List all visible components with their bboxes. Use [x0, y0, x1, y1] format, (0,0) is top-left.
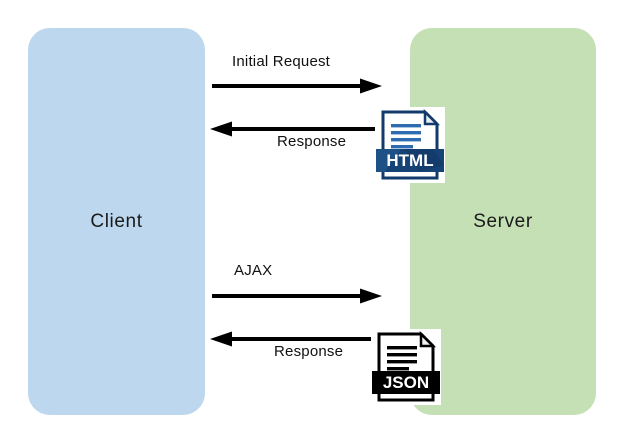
client-node: Client: [28, 28, 205, 415]
html-file-icon: HTML: [375, 107, 445, 183]
server-node: Server: [410, 28, 596, 415]
json-response-arrow: [210, 331, 382, 351]
json-file-icon-text: JSON: [383, 373, 429, 392]
json-file-icon: JSON: [371, 329, 441, 405]
html-response-arrow: [210, 121, 382, 141]
initial-request-label: Initial Request: [232, 53, 331, 70]
html-response-label: Response: [277, 133, 347, 150]
ajax-request-label: AJAX: [234, 262, 273, 279]
server-node-label: Server: [473, 210, 533, 232]
client-node-label: Client: [90, 210, 143, 232]
html-file-icon-text: HTML: [386, 151, 433, 170]
ajax-request-arrow: [210, 288, 382, 308]
initial-request-arrow: [210, 78, 382, 98]
json-response-label: Response: [274, 343, 344, 360]
